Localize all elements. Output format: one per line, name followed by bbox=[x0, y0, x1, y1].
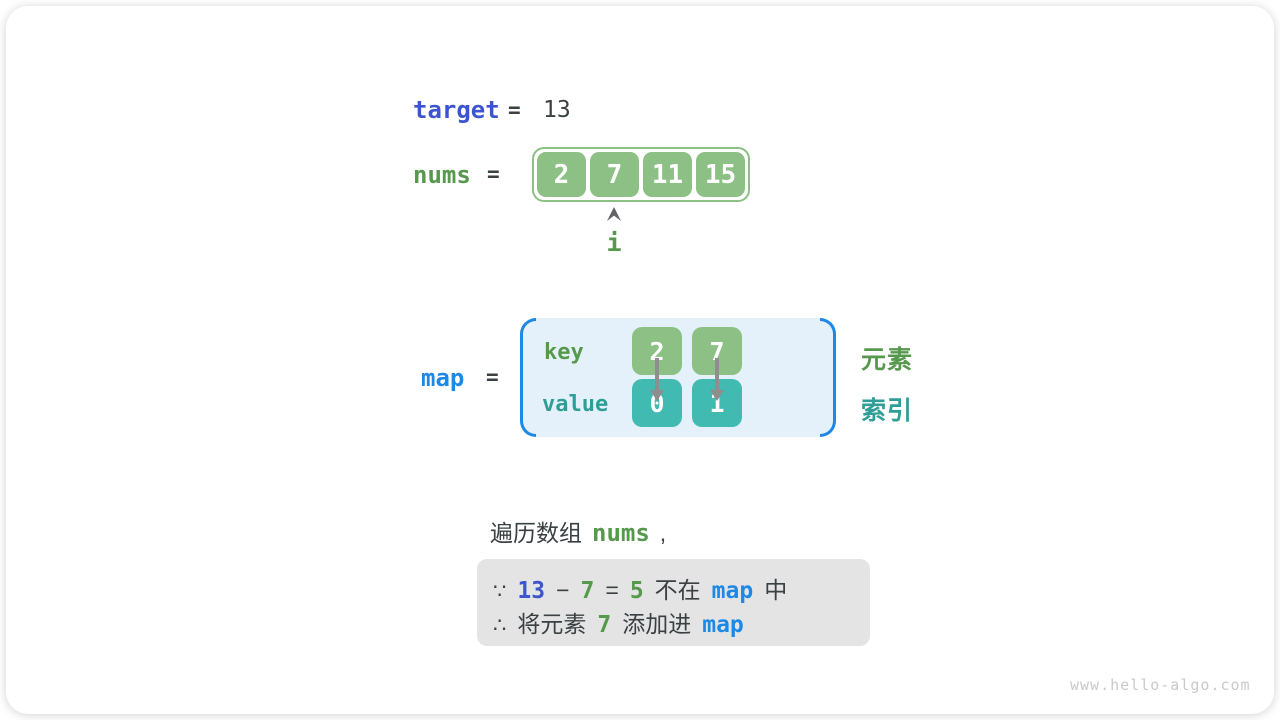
map-code: map bbox=[711, 578, 754, 604]
map-value-row-label: value bbox=[542, 392, 609, 417]
nums-array-cell: 7 bbox=[590, 152, 639, 197]
target-equals-sign: = bbox=[508, 98, 521, 122]
element-annotation-label: 元素 bbox=[861, 346, 914, 374]
watermark-url: www.hello-algo.com bbox=[1070, 676, 1251, 694]
not-in-text: 不在 bbox=[654, 577, 701, 603]
note-line-therefore: ∴ 将元素 7 添加进 map bbox=[493, 605, 854, 639]
note-line-because: ∵ 13 − 7 = 5 不在 map 中 bbox=[493, 571, 854, 605]
equals-sign: = bbox=[605, 577, 619, 603]
nums-array-cell: 2 bbox=[537, 152, 586, 197]
key-to-value-arrowhead-icon bbox=[710, 390, 724, 401]
in-text: 中 bbox=[764, 577, 788, 603]
because-symbol: ∵ bbox=[493, 580, 507, 603]
nums-array-cell: 11 bbox=[643, 152, 692, 197]
caption-line: 遍历数组 nums , bbox=[490, 514, 666, 548]
key-to-value-arrow-icon bbox=[655, 358, 659, 391]
map-key-cell: 7 bbox=[692, 327, 742, 375]
target-variable-label: target bbox=[413, 96, 500, 124]
caption-comma: , bbox=[659, 520, 667, 546]
index-annotation-label: 索引 bbox=[861, 397, 914, 425]
target-value: 13 bbox=[543, 97, 571, 123]
map-key-row-label: key bbox=[544, 340, 584, 365]
nums-array: 2 7 11 15 bbox=[532, 147, 750, 202]
map-code: map bbox=[702, 612, 744, 638]
add-element-text: 将元素 bbox=[517, 611, 587, 637]
therefore-symbol: ∴ bbox=[493, 614, 507, 637]
target-number: 13 bbox=[517, 578, 546, 604]
diff-number: 5 bbox=[629, 578, 644, 604]
nums-variable-label: nums bbox=[413, 161, 471, 189]
key-to-value-arrowhead-icon bbox=[650, 390, 664, 401]
key-to-value-arrow-icon bbox=[715, 358, 719, 391]
add-into-text: 添加进 bbox=[622, 611, 692, 637]
map-right-bracket-icon bbox=[820, 318, 836, 437]
element-number: 7 bbox=[597, 612, 612, 638]
map-variable-label: map bbox=[421, 364, 465, 392]
current-number: 7 bbox=[580, 578, 595, 604]
map-equals-sign: = bbox=[486, 365, 499, 389]
nums-array-cell: 15 bbox=[696, 152, 745, 197]
index-pointer-label: i bbox=[606, 228, 622, 257]
caption-nums-code: nums bbox=[592, 519, 650, 547]
reasoning-note-box: ∵ 13 − 7 = 5 不在 map 中 ∴ 将元素 7 添加进 map bbox=[477, 559, 870, 646]
minus-sign: − bbox=[556, 577, 570, 603]
map-left-bracket-icon bbox=[520, 318, 536, 437]
nums-equals-sign: = bbox=[487, 162, 500, 186]
caption-prefix: 遍历数组 bbox=[490, 520, 582, 546]
